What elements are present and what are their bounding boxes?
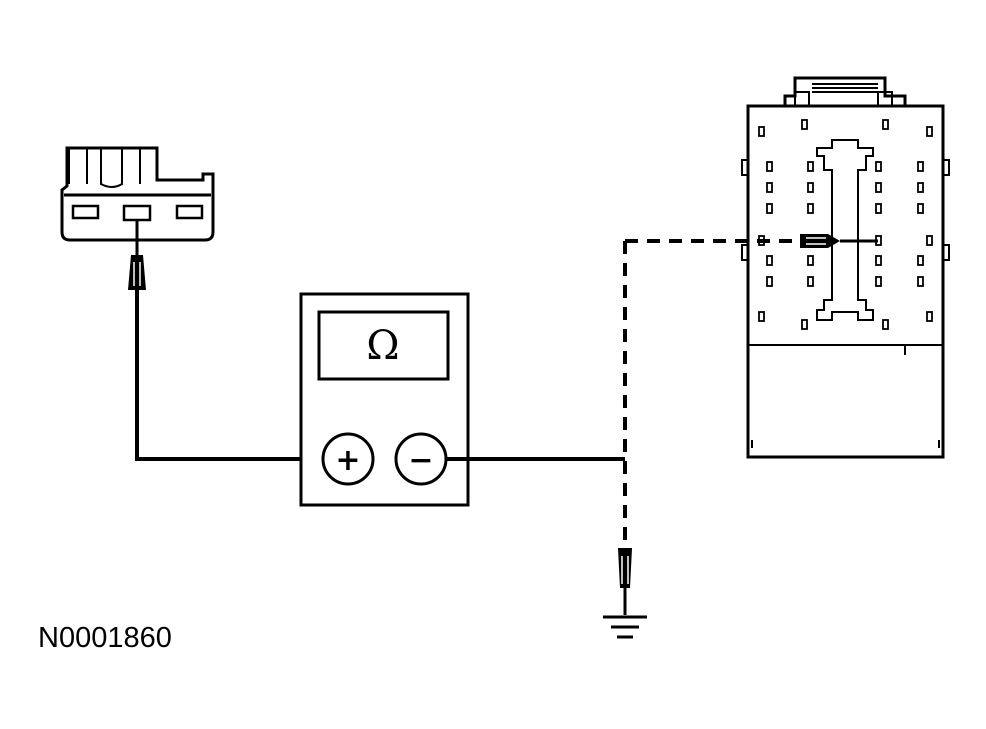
meter-display-symbol: Ω bbox=[366, 323, 399, 369]
meter-positive-terminal: + bbox=[335, 443, 360, 478]
positive-lead bbox=[135, 290, 322, 461]
ground-symbol-icon bbox=[603, 615, 647, 639]
figure-reference-code: N0001860 bbox=[38, 622, 172, 654]
dashed-circuit bbox=[623, 239, 800, 545]
module-connector-icon bbox=[741, 76, 950, 459]
sensor-connector-icon bbox=[60, 146, 215, 242]
probe-ground bbox=[618, 548, 632, 615]
probe-module bbox=[800, 234, 878, 248]
module-pin-cavities bbox=[758, 119, 933, 330]
probe-left bbox=[128, 220, 146, 290]
meter-negative-terminal: − bbox=[408, 443, 433, 478]
ohmmeter-icon bbox=[299, 292, 470, 507]
